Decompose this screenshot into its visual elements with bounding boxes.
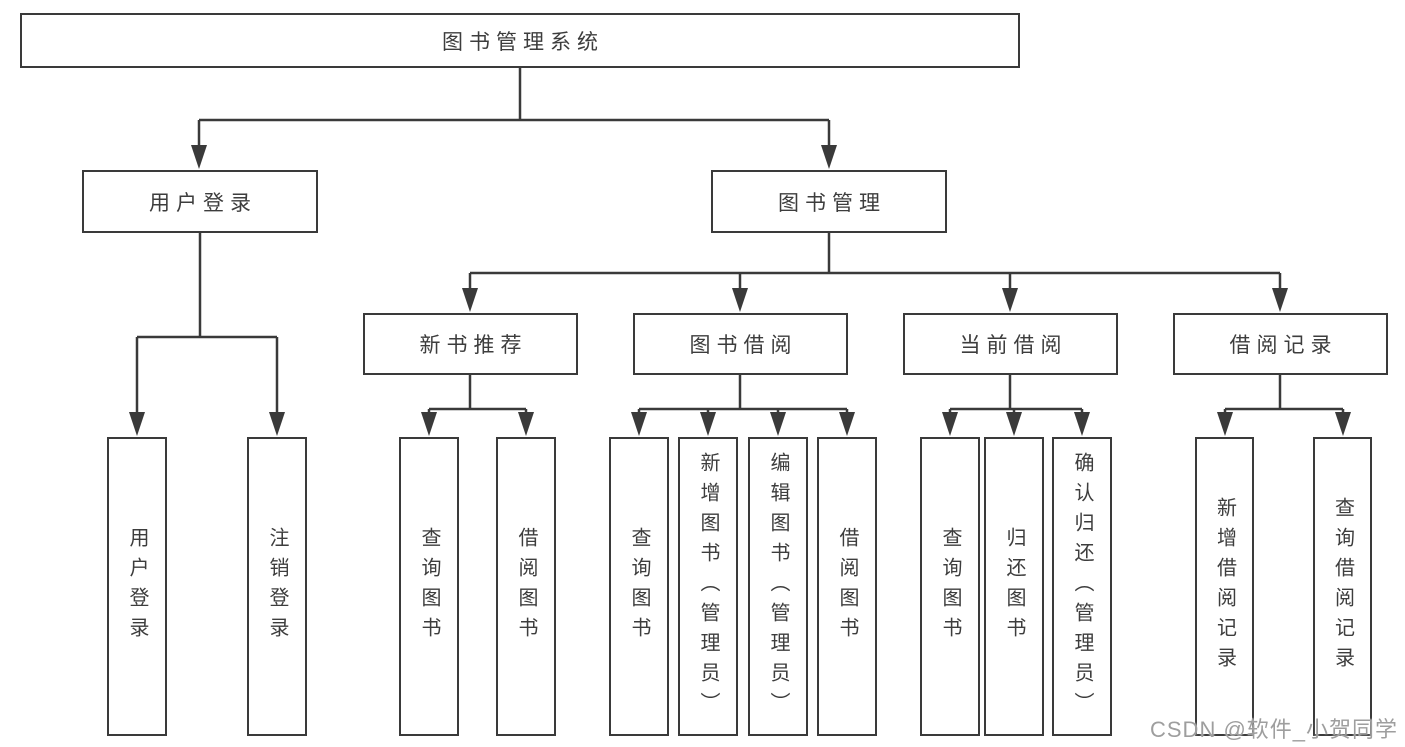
node-user-login: 用户登录 (82, 170, 318, 233)
node-book-borrowing: 图书借阅 (633, 313, 848, 375)
leaf-cb-return-books: 归还图书 (984, 437, 1044, 736)
leaf-bb-edit-book-admin: 编辑图书（管理员） (748, 437, 808, 736)
leaf-bb-borrow-books: 借阅图书 (817, 437, 877, 736)
node-borrowing-records: 借阅记录 (1173, 313, 1388, 375)
leaf-logout-login: 注销登录 (247, 437, 307, 736)
node-book-management: 图书管理 (711, 170, 947, 233)
csdn-watermark: CSDN @软件_小贺同学 (1150, 717, 1399, 742)
node-root-system: 图书管理系统 (20, 13, 1020, 68)
arrowheads (129, 145, 1351, 436)
leaf-bb-add-book-admin: 新增图书（管理员） (678, 437, 738, 736)
leaf-cb-query-books: 查询图书 (920, 437, 980, 736)
leaf-nr-query-books: 查询图书 (399, 437, 459, 736)
leaf-cb-confirm-return-admin: 确认归还（管理员） (1052, 437, 1112, 736)
leaf-nr-borrow-books: 借阅图书 (496, 437, 556, 736)
leaf-bb-query-books: 查询图书 (609, 437, 669, 736)
leaf-br-query-record: 查询借阅记录 (1313, 437, 1372, 736)
node-current-borrowing: 当前借阅 (903, 313, 1118, 375)
leaf-user-login: 用户登录 (107, 437, 167, 736)
leaf-br-add-record: 新增借阅记录 (1195, 437, 1254, 736)
node-new-book-recommend: 新书推荐 (363, 313, 578, 375)
